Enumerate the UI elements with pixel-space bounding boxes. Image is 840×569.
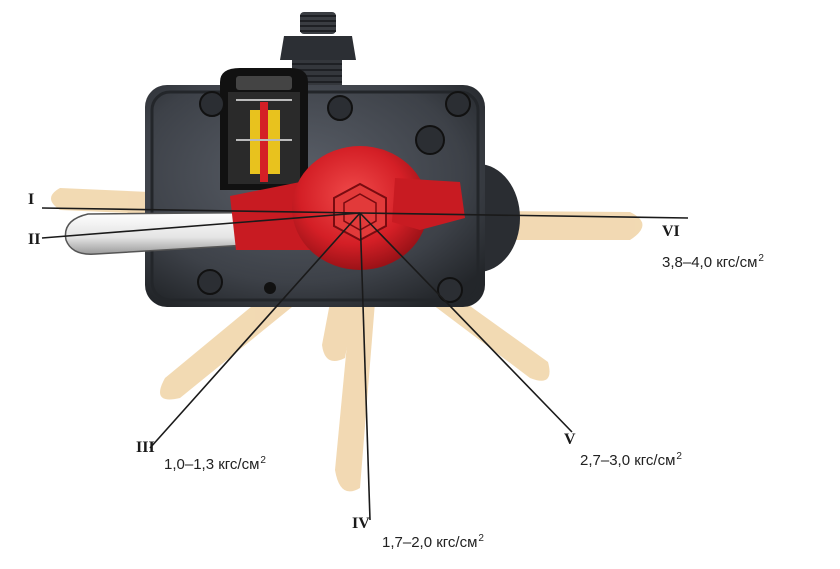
indicator-dot — [264, 282, 276, 294]
bolt-icon — [327, 95, 353, 121]
body-bolts — [197, 91, 471, 303]
bolt-icon — [445, 91, 471, 117]
bolt-icon — [437, 277, 463, 303]
ghost-handle-down — [335, 260, 378, 492]
bolt-icon — [415, 125, 445, 155]
pressure-V: 2,7–3,0 кгс/см2 — [580, 451, 682, 469]
bolt-icon — [199, 91, 225, 117]
position-label-VI: VI — [662, 223, 680, 240]
position-label-V: V — [564, 431, 576, 448]
top-fitting — [280, 12, 356, 86]
pressure-III: 1,0–1,3 кгс/см2 — [164, 455, 266, 473]
position-label-II: II — [28, 231, 41, 248]
position-label-I: I — [28, 191, 35, 208]
cutaway-window — [220, 68, 308, 190]
bolt-icon — [197, 269, 223, 295]
position-lines — [41, 207, 689, 521]
pressure-VI: 3,8–4,0 кгс/см2 — [662, 253, 764, 271]
position-label-III: III — [136, 439, 155, 456]
pressure-IV: 1,7–2,0 кгс/см2 — [382, 533, 484, 551]
position-label-IV: IV — [352, 515, 370, 532]
